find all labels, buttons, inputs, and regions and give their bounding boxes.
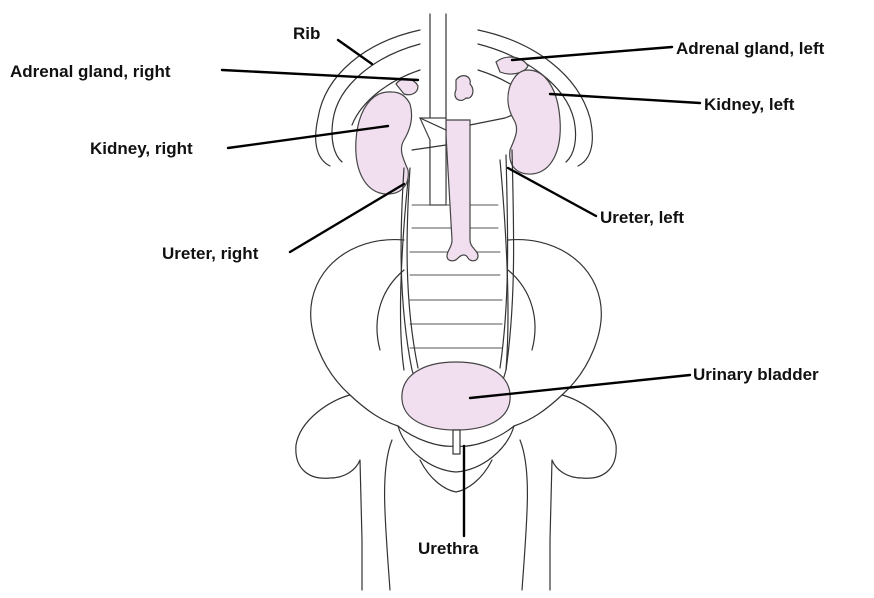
label-urinary-bladder: Urinary bladder (693, 365, 819, 385)
label-kidney-left: Kidney, left (704, 95, 794, 115)
leader-adrenal-right (222, 70, 418, 80)
label-rib: Rib (293, 24, 320, 44)
label-urethra: Urethra (418, 539, 478, 559)
leader-kidney-left (550, 94, 700, 103)
label-ureter-left: Ureter, left (600, 208, 684, 228)
leader-ureter-right (290, 184, 404, 252)
urethra (453, 430, 460, 454)
vessels (412, 112, 520, 261)
kidney-left (508, 70, 560, 174)
label-ureter-right: Ureter, right (162, 244, 258, 264)
leader-adrenal-left (512, 47, 672, 60)
leader-ureter-left (508, 168, 596, 216)
label-kidney-right: Kidney, right (90, 139, 193, 159)
leader-rib (338, 40, 372, 64)
label-adrenal-gland-right: Adrenal gland, right (10, 62, 171, 82)
label-adrenal-gland-left: Adrenal gland, left (676, 39, 824, 59)
leader-lines (222, 40, 700, 536)
adrenal-gland-right (396, 79, 418, 95)
